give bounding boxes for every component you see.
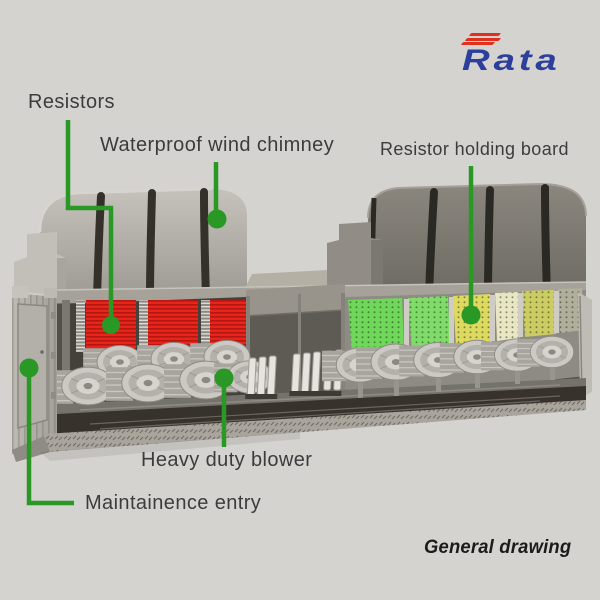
annotation-dots bbox=[19, 209, 481, 388]
caption-general-drawing: General drawing bbox=[424, 537, 572, 558]
label-resistors: Resistors bbox=[28, 91, 115, 113]
connector-maintenance bbox=[26, 372, 74, 506]
label-heavy-duty-blower: Heavy duty blower bbox=[141, 449, 313, 471]
annotation-lines bbox=[26, 120, 474, 506]
label-waterproof-wind-chimney: Waterproof wind chimney bbox=[100, 134, 335, 156]
dot-holding-board bbox=[461, 305, 481, 325]
connector-resistors bbox=[65, 120, 114, 320]
label-maintenance-entry: Maintainence entry bbox=[85, 492, 262, 514]
dot-blower bbox=[214, 368, 234, 388]
dot-maintenance bbox=[19, 358, 39, 378]
dot-wind-chimney bbox=[207, 209, 227, 229]
label-resistor-holding-board: Resistor holding board bbox=[380, 139, 569, 159]
blower-drums-right bbox=[321, 335, 575, 400]
container-base bbox=[12, 386, 586, 462]
dot-resistors bbox=[102, 316, 120, 334]
logo-text: Rata bbox=[462, 43, 561, 77]
rata-logo: Rata bbox=[460, 33, 582, 76]
